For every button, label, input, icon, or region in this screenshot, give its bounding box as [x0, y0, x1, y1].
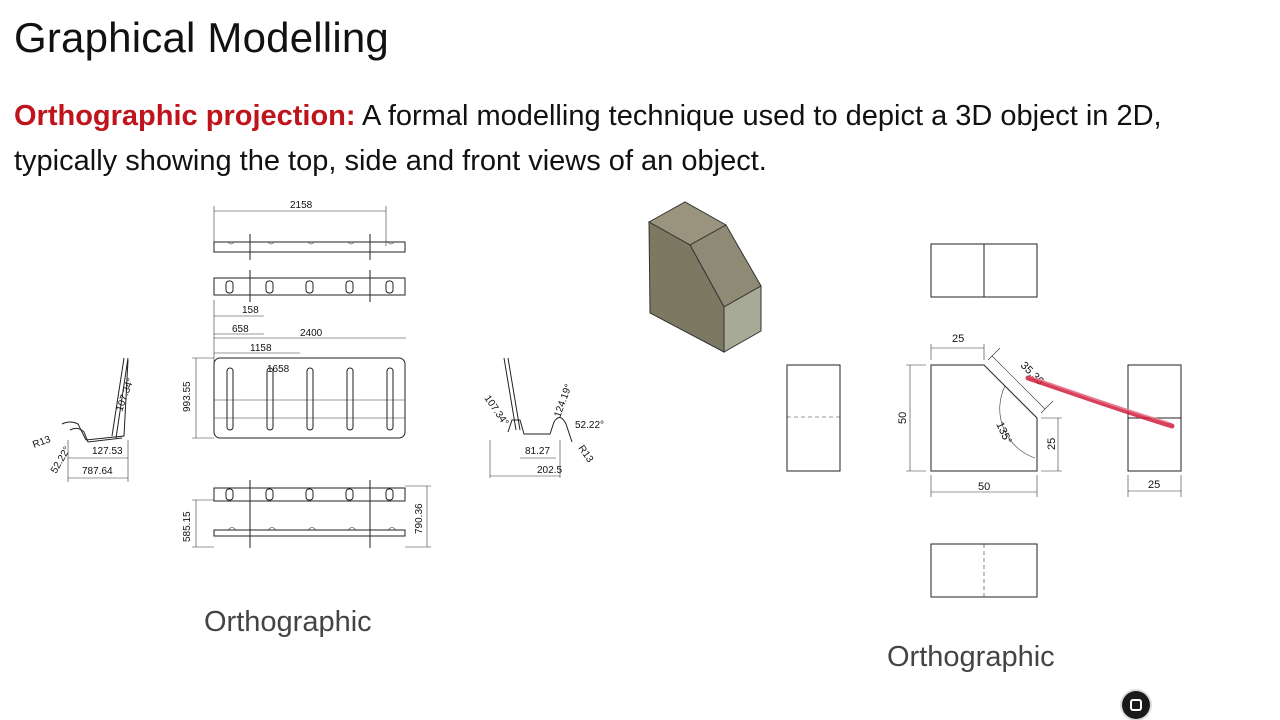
right-side-profile: 107.34° 124.19° 52.22° 81.27 202.5 R13	[482, 357, 604, 478]
left-orthographic-drawing: 2158 158 658 2400 1158 1658	[31, 200, 604, 548]
front-dim-50-bottom: 50	[978, 481, 990, 493]
right-r13: R13	[576, 443, 596, 465]
dim-993-55: 993.55	[182, 381, 193, 412]
front-dim-25-top: 25	[952, 333, 964, 345]
isometric-block-3d	[647, 201, 762, 353]
side-dim-25: 25	[1148, 479, 1160, 491]
left-787-64: 787.64	[82, 466, 113, 477]
left-127-53: 127.53	[92, 446, 123, 457]
slide-title: Graphical Modelling	[14, 14, 389, 61]
left-angle-52: 52.22°	[49, 445, 73, 476]
front-angle-135: 135°	[993, 420, 1013, 446]
left-r13: R13	[31, 434, 52, 451]
dim-790-36: 790.36	[414, 503, 425, 534]
front-dim-50-left: 50	[897, 412, 909, 424]
dim-1658: 1658	[267, 364, 290, 375]
definition-text: Orthographic projection: A formal modell…	[14, 94, 1254, 184]
dim-2400: 2400	[300, 328, 323, 339]
dim-585-15: 585.15	[182, 511, 193, 542]
slide-nav-icon	[1130, 699, 1142, 711]
right-angle-52: 52.22°	[575, 420, 604, 431]
dim-1158: 1158	[250, 343, 272, 354]
caption-right: Orthographic	[887, 641, 1055, 673]
right-angle-107: 107.34°	[482, 393, 511, 428]
definition-term: Orthographic projection:	[14, 100, 356, 132]
slide-nav-button[interactable]	[1122, 691, 1150, 719]
dim-2158: 2158	[290, 200, 313, 211]
caption-left: Orthographic	[204, 606, 372, 638]
dim-658: 658	[232, 324, 249, 335]
right-orthographic-drawing: 25 35.36 50 135° 25 50 25	[786, 243, 1182, 598]
right-202-5: 202.5	[537, 465, 562, 476]
pen-annotation-stroke	[1025, 375, 1175, 429]
definition-body: A formal modelling technique used to dep…	[14, 100, 1162, 177]
right-81-27: 81.27	[525, 446, 550, 457]
dim-158: 158	[242, 305, 259, 316]
front-dim-25-right: 25	[1046, 438, 1058, 450]
left-angle-107: 107.34°	[114, 377, 136, 413]
right-angle-124: 124.19°	[552, 383, 574, 419]
left-side-profile: R13 107.34° 127.53 787.64 52.22°	[31, 357, 137, 482]
